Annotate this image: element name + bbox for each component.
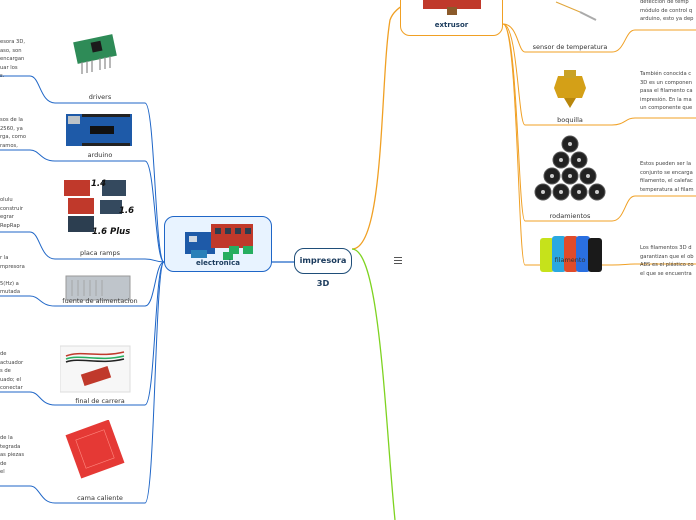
arduino-note: sos de la 2560, ya rga, como ramos, bbox=[0, 117, 27, 149]
power-supply-note: r la mpresora 5(Hz) a mutada bbox=[0, 255, 25, 296]
filament-image bbox=[540, 236, 602, 272]
ramps-label[interactable]: placa ramps bbox=[79, 249, 121, 257]
central-title: impresora 3D bbox=[299, 255, 347, 288]
heated-bed-label[interactable]: cama caliente bbox=[77, 494, 123, 502]
ramps-version-1: 1.4 bbox=[91, 179, 107, 189]
electronica-image bbox=[185, 224, 253, 260]
filament-label[interactable]: filamento bbox=[554, 256, 586, 264]
temperature-sensor-label[interactable]: sensor de temperatura bbox=[532, 43, 608, 51]
nozzle-label[interactable]: boquilla bbox=[557, 116, 583, 124]
temperature-sensor-image bbox=[555, 1, 597, 21]
filament-note: Los filamentos 3D d garantizan que el ob… bbox=[640, 245, 694, 277]
drivers-image bbox=[73, 34, 117, 74]
ramps-note: olulu construir egrar RepRap bbox=[0, 197, 24, 229]
connector-central-green bbox=[351, 248, 396, 520]
nozzle-image bbox=[554, 70, 586, 108]
drivers-label[interactable]: drivers bbox=[88, 93, 112, 101]
arduino-label[interactable]: arduino bbox=[87, 151, 113, 159]
arduino-image bbox=[66, 114, 132, 146]
left-connectors bbox=[0, 75, 165, 504]
ramps-version-2: 1.6 bbox=[119, 206, 135, 216]
extrusor-node[interactable]: extrusor bbox=[400, 0, 503, 36]
temperature-sensor-note: detección de temp módulo de control q ar… bbox=[640, 0, 694, 23]
endstop-note: de actuador s de uado; el conectar bbox=[0, 351, 24, 392]
nozzle-note: También conocida c 3D es un componen pas… bbox=[640, 71, 693, 112]
ramps-version-3: 1.6 Plus bbox=[92, 227, 131, 237]
drivers-note: esora 3D, aso, son encargan uar los s. bbox=[0, 39, 25, 80]
central-topic[interactable]: impresora 3D bbox=[294, 248, 352, 288]
electronica-node[interactable]: electronica bbox=[164, 216, 272, 272]
extrusor-image bbox=[423, 0, 481, 15]
ramps-image bbox=[64, 180, 126, 232]
electronica-title: electronica bbox=[196, 259, 240, 267]
bearings-note: Estos pueden ser la conjunto se encarga … bbox=[640, 161, 694, 193]
heated-bed-note: de la tegrada as piezas de el bbox=[0, 435, 25, 476]
bearings-label[interactable]: rodamientos bbox=[549, 212, 591, 220]
endstop-label[interactable]: final de carrera bbox=[75, 397, 125, 405]
power-supply-image bbox=[65, 275, 131, 301]
power-supply-label[interactable]: fuente de alimentacion bbox=[62, 297, 138, 305]
endstop-image bbox=[60, 345, 131, 393]
extrusor-title: extrusor bbox=[434, 21, 469, 29]
hamburger-icon[interactable] bbox=[394, 256, 402, 264]
connector-central-extrusor bbox=[351, 0, 416, 250]
bearings-image bbox=[534, 135, 606, 201]
heated-bed-image bbox=[65, 420, 125, 479]
